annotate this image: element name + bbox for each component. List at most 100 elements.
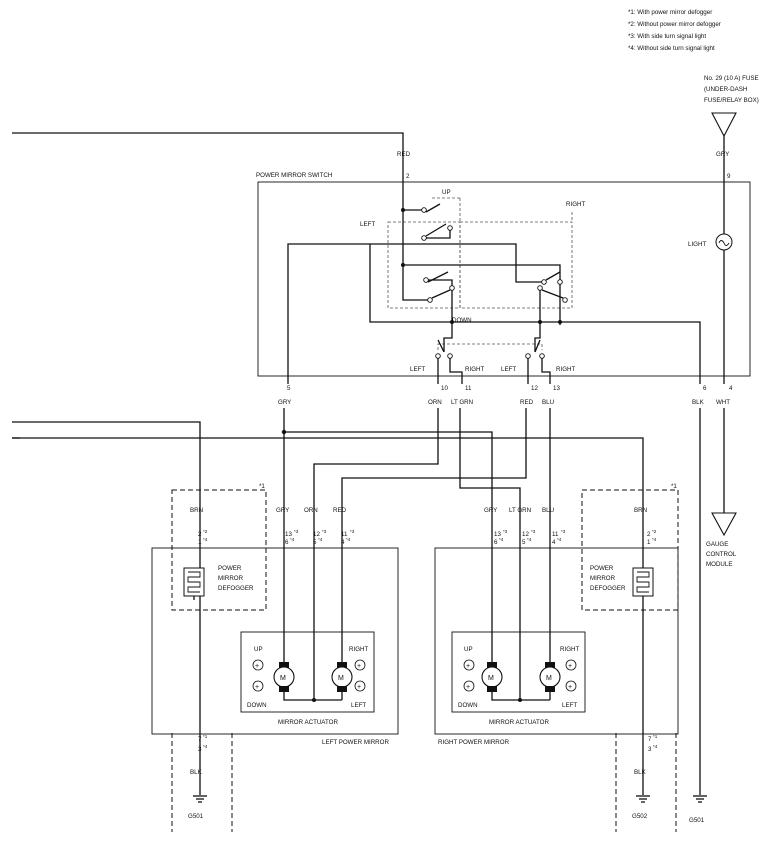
switch-down-label: DOWN: [452, 317, 472, 324]
left-ground-label: G501: [188, 813, 204, 820]
motor-brush: [337, 686, 347, 692]
gry-switch-path: [287, 243, 544, 384]
motor-brush: [337, 662, 347, 668]
right-blk-conn-a-note: *1: [653, 734, 658, 739]
left-gry-label: GRY: [276, 507, 289, 514]
right-gry-label: GRY: [484, 507, 497, 514]
right-left-label: LEFT: [562, 702, 577, 709]
right-brn-label: BRN: [634, 507, 647, 514]
right-mirror-actuator-box: [451, 631, 586, 713]
left-ground-icon: [193, 795, 207, 803]
left-down-label: DOWN: [247, 702, 267, 709]
left-defogger-grid-icon: [187, 571, 201, 593]
right-motor-ud: M: [481, 650, 550, 701]
right-motor-ud-label: M: [488, 675, 494, 682]
motor-brush: [279, 686, 289, 692]
contact: [525, 353, 531, 359]
contact: [435, 353, 441, 359]
left-orn-conn-a: 12: [313, 531, 320, 538]
selector-left-label-2: LEFT: [501, 366, 516, 373]
right-ground-option-box: [615, 733, 677, 832]
switch-right-label: RIGHT: [566, 201, 585, 208]
right-blu-conn-b: 4: [552, 539, 556, 546]
right-brn-conn-a-note: *2: [652, 529, 657, 534]
right-defogger-grid-icon: [636, 571, 650, 593]
fuse-label-line2: (UNDER-DASH: [704, 86, 747, 93]
contact: [447, 225, 453, 231]
wire-blk-label: BLK: [692, 399, 705, 406]
left-mirror-actuator-box: [240, 631, 375, 713]
right-motor-lr-label: M: [546, 675, 552, 682]
power-mirror-switch-title: POWER MIRROR SWITCH: [256, 172, 332, 179]
switch-pin-4: 4: [729, 385, 733, 392]
selector-left-label-1: LEFT: [410, 366, 425, 373]
contact: [539, 353, 545, 359]
right-defogger-label-1: POWER: [590, 565, 614, 572]
right-defogger-label-3: DEFOGGER: [590, 585, 626, 592]
contact: [423, 277, 429, 283]
gry-cross-to-right: [284, 431, 493, 650]
selector-feed-right: [534, 288, 541, 352]
contact: [449, 285, 455, 291]
switch-contacts: [421, 207, 568, 359]
gauge-label-line1: GAUGE: [706, 541, 728, 548]
plus-icon: [463, 659, 475, 671]
left-blk-conn-a-note: *1: [203, 734, 208, 739]
plus-glyph: +: [357, 684, 361, 691]
left-gry-conn-b-note: *4: [290, 537, 295, 542]
right-defogger: POWER MIRROR DEFOGGER: [590, 492, 654, 795]
junction-dot: [538, 320, 542, 324]
left-up-label: UP: [254, 646, 263, 653]
right-blk-label: BLK: [634, 769, 647, 776]
left-motor-ud: M: [273, 650, 342, 701]
left-orn-conn-a-note: *3: [322, 529, 327, 534]
light-label: LIGHT: [688, 241, 706, 248]
left-polarity-icons: + + + +: [252, 659, 366, 692]
note-1: *1: With power mirror defogger: [628, 9, 712, 16]
ltgrn-down: [459, 408, 521, 685]
gauge-triangle-icon: [711, 512, 737, 537]
right-brn-conn-b: 1: [647, 539, 651, 546]
switch-ground-label: G501: [689, 817, 705, 824]
left-brn-conn-b-note: *4: [203, 537, 208, 542]
right-ltgrn-label: LT GRN: [509, 507, 531, 514]
power-mirror-switch-box: [257, 181, 751, 377]
junction-dot: [558, 320, 562, 324]
plus-icon: [252, 680, 264, 692]
selector-feed-left: [443, 288, 453, 352]
right-gry-conn-a-note: *3: [503, 529, 508, 534]
fuse-triangle-icon: [711, 112, 737, 138]
left-defogger-label-1: POWER: [218, 565, 242, 572]
lever: [431, 289, 451, 299]
wire-blu-label: BLU: [542, 399, 554, 406]
left-right-label: RIGHT: [349, 646, 368, 653]
pin11-internal: [449, 358, 463, 384]
contact: [562, 297, 568, 303]
right-ltgrn-conn-a-note: *3: [531, 529, 536, 534]
right-power-mirror-title: RIGHT POWER MIRROR: [438, 739, 510, 746]
right-ground-icon: [636, 795, 650, 803]
left-red-label: RED: [333, 507, 347, 514]
left-blk-label: BLK: [190, 769, 203, 776]
plus-icon: [565, 659, 577, 671]
left-left-label: LEFT: [351, 702, 366, 709]
note-4: *4: Without side turn signal light: [628, 45, 715, 52]
lever: [541, 289, 564, 299]
contact: [421, 207, 427, 213]
right-up-label: UP: [464, 646, 473, 653]
left-orn-label: ORN: [304, 507, 318, 514]
lever: [425, 203, 441, 213]
switch-bus-265: [403, 264, 561, 282]
contact: [541, 279, 547, 285]
left-blk-conn-b-note: *4: [203, 744, 208, 749]
right-power-mirror-box: [434, 547, 679, 735]
left-defogger-label-3: DEFOGGER: [218, 585, 254, 592]
junction-dot: [518, 698, 522, 702]
fuse-label-line3: FUSE/RELAY BOX): [704, 97, 759, 104]
left-gry-conn-b: 6: [285, 539, 289, 546]
lever: [425, 223, 447, 237]
right-polarity-icons: + + + +: [463, 659, 577, 692]
right-blk-conn-b-note: *4: [653, 744, 658, 749]
motor-common: [283, 692, 342, 701]
